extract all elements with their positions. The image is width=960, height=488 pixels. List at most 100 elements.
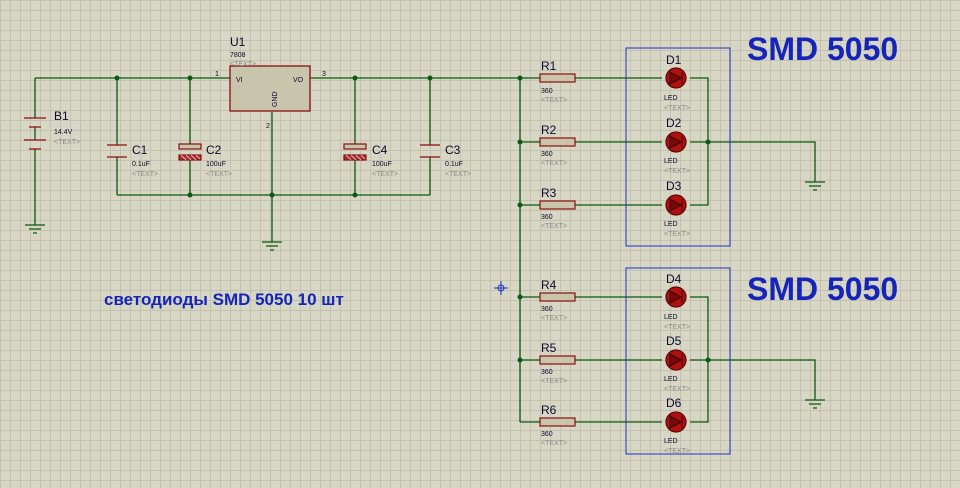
text-placeholder: <TEXT> (541, 315, 567, 322)
capacitor-symbol-icon (107, 144, 127, 158)
pin-gnd-label: GND (272, 91, 279, 107)
led-value: LED (664, 221, 678, 228)
junction-dot (187, 75, 193, 81)
cursor-crosshair-icon (494, 281, 508, 295)
ground-icon (805, 399, 825, 409)
led-symbol-icon (665, 194, 687, 216)
text-placeholder: <TEXT> (372, 171, 398, 178)
resistor-ref: R3 (541, 186, 557, 200)
text-placeholder: <TEXT> (541, 160, 567, 167)
capacitor-ref: C4 (372, 143, 388, 157)
capacitor-value: 0.1uF (445, 161, 463, 168)
led-symbol-icon (665, 286, 687, 308)
led-d5[interactable]: D5 LED <TEXT> (664, 334, 690, 393)
resistor-r1[interactable]: R1 360 <TEXT> (539, 59, 576, 104)
led-ref: D2 (666, 116, 682, 130)
led-ref: D6 (666, 396, 682, 410)
led-d2[interactable]: D2 LED <TEXT> (664, 116, 690, 175)
junction-dot (517, 139, 523, 145)
led-d1[interactable]: D1 LED <TEXT> (664, 53, 690, 112)
smd-label-top: SMD 5050 (747, 31, 898, 67)
junctions (114, 75, 711, 363)
resistor-r3[interactable]: R3 360 <TEXT> (539, 186, 576, 230)
ground-symbols (25, 181, 825, 409)
text-placeholder: <TEXT> (664, 168, 690, 175)
junction-dot (705, 139, 711, 145)
resistor-r5[interactable]: R5 360 <TEXT> (539, 341, 576, 385)
text-placeholder: <TEXT> (664, 324, 690, 331)
junction-dot (517, 202, 523, 208)
pin-1-number: 1 (215, 71, 219, 78)
text-placeholder: <TEXT> (54, 139, 80, 146)
text-placeholder: <TEXT> (664, 448, 690, 455)
smd-label-bottom: SMD 5050 (747, 271, 898, 307)
led-ref: D3 (666, 179, 682, 193)
led-d3[interactable]: D3 LED <TEXT> (664, 179, 690, 238)
battery-value: 14.4V (54, 129, 73, 136)
capacitor-c4[interactable]: C4 100uF <TEXT> (343, 143, 398, 178)
led-d6[interactable]: D6 LED <TEXT> (664, 396, 690, 455)
electrolytic-capacitor-icon (178, 143, 202, 161)
capacitor-value: 100uF (206, 161, 226, 168)
junction-dot (517, 357, 523, 363)
wires (34, 77, 816, 423)
led-symbol-icon (665, 131, 687, 153)
junction-dot (517, 75, 523, 81)
resistor-ref: R5 (541, 341, 557, 355)
led-symbol-icon (665, 67, 687, 89)
junction-dot (269, 192, 275, 198)
resistor-value: 360 (541, 306, 553, 313)
capacitor-c3[interactable]: C3 0.1uF <TEXT> (420, 143, 471, 178)
led-value: LED (664, 95, 678, 102)
junction-dot (352, 192, 358, 198)
text-placeholder: <TEXT> (132, 171, 158, 178)
battery-b1[interactable]: B1 14.4V <TEXT> (24, 109, 80, 170)
text-placeholder: <TEXT> (541, 440, 567, 447)
text-placeholder: <TEXT> (664, 105, 690, 112)
resistor-value: 360 (541, 214, 553, 221)
led-count-note: светодиоды SMD 5050 10 шт (104, 290, 344, 309)
capacitor-c1[interactable]: C1 0.1uF <TEXT> (107, 143, 158, 178)
resistor-ref: R1 (541, 59, 557, 73)
pin-vo-label: VO (293, 77, 304, 84)
text-placeholder: <TEXT> (541, 97, 567, 104)
resistor-value: 360 (541, 369, 553, 376)
text-placeholder: <TEXT> (445, 171, 471, 178)
led-d4[interactable]: D4 LED <TEXT> (664, 272, 690, 331)
capacitor-ref: C1 (132, 143, 148, 157)
led-value: LED (664, 314, 678, 321)
regulator-body (229, 65, 311, 112)
led-symbol-icon (665, 411, 687, 433)
led-ref: D1 (666, 53, 682, 67)
resistor-symbol-icon (539, 200, 576, 210)
resistor-value: 360 (541, 151, 553, 158)
text-placeholder: <TEXT> (664, 231, 690, 238)
resistor-symbol-icon (539, 355, 576, 365)
resistor-ref: R2 (541, 123, 557, 137)
led-value: LED (664, 376, 678, 383)
regulator-u1[interactable]: U1 7808 <TEXT> VI VO GND 1 3 2 (215, 35, 326, 130)
ground-icon (805, 181, 825, 191)
battery-symbol-icon (24, 110, 46, 170)
led-value: LED (664, 438, 678, 445)
capacitor-symbol-icon (420, 144, 440, 158)
led-group-box-top (625, 47, 731, 247)
capacitor-c2[interactable]: C2 100uF <TEXT> (178, 143, 232, 178)
resistor-symbol-icon (539, 292, 576, 302)
capacitor-value: 100uF (372, 161, 392, 168)
junction-dot (352, 75, 358, 81)
junction-dot (427, 75, 433, 81)
text-placeholder: <TEXT> (230, 61, 256, 68)
regulator-part: 7808 (230, 52, 246, 59)
text-placeholder: <TEXT> (541, 223, 567, 230)
resistor-ref: R6 (541, 403, 557, 417)
electrolytic-capacitor-icon (343, 143, 367, 161)
regulator-ref: U1 (230, 35, 246, 49)
junction-dot (114, 75, 120, 81)
resistor-r4[interactable]: R4 360 <TEXT> (539, 278, 576, 322)
resistor-r6[interactable]: R6 360 <TEXT> (539, 403, 576, 447)
resistor-symbol-icon (539, 137, 576, 147)
resistor-r2[interactable]: R2 360 <TEXT> (539, 123, 576, 167)
junction-dot (187, 192, 193, 198)
text-placeholder: <TEXT> (664, 386, 690, 393)
